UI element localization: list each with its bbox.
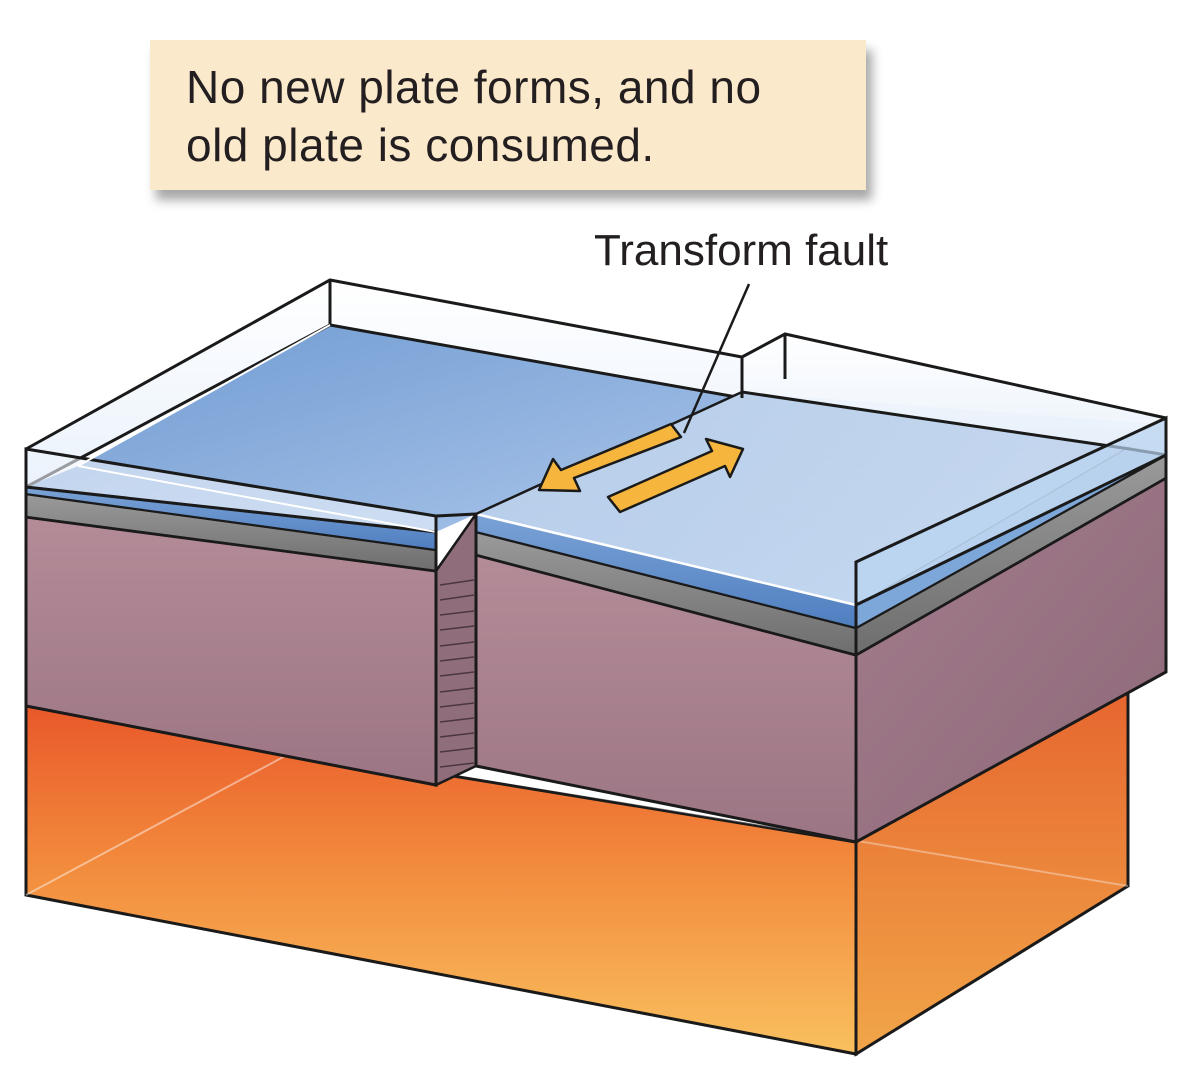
right-motion-arrow [606, 437, 745, 514]
caption-line-2: old plate is consumed. [186, 119, 655, 171]
right-plate [434, 332, 1168, 845]
caption-box: No new plate forms, and no old plate is … [150, 40, 866, 190]
caption-line-1: No new plate forms, and no [186, 61, 762, 113]
transform-fault-label: Transform fault [594, 226, 889, 275]
left-motion-arrow [537, 422, 683, 493]
fault-leader-line [682, 283, 751, 434]
